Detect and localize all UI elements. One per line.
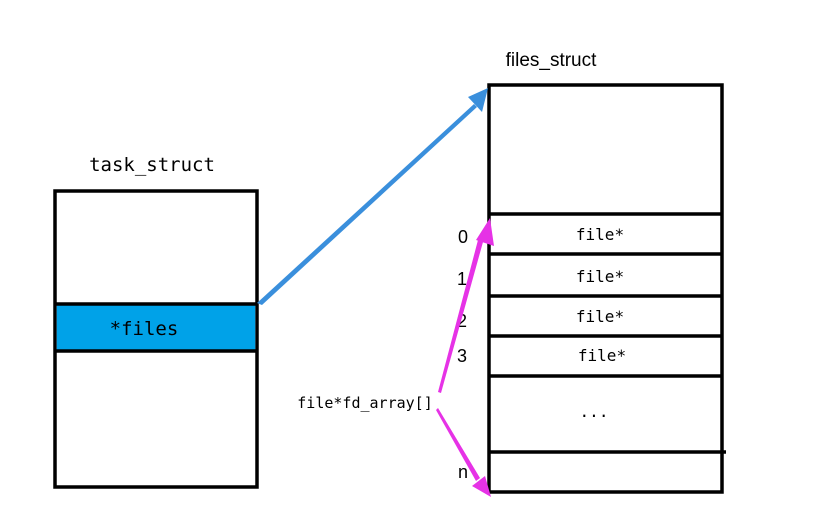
slot-index-2: 2	[457, 311, 467, 331]
fd-array-label: file*fd_array[]	[297, 394, 432, 412]
slot-label-0: file*	[576, 225, 624, 244]
slot-label-ellipsis: ...	[580, 402, 609, 421]
files-struct-title: files_struct	[506, 50, 598, 71]
slot-index-1: 1	[457, 269, 467, 289]
slot-index-3: 3	[457, 346, 467, 366]
fd-array-arrow-up-shaft	[438, 240, 483, 393]
files-field-label: *files	[110, 318, 179, 340]
files-pointer-arrow-shaft	[257, 104, 477, 305]
slot-label-2: file*	[576, 307, 624, 326]
task-struct-title: task_struct	[89, 154, 215, 176]
slot-label-3: file*	[578, 346, 626, 365]
task-struct-box	[53, 189, 259, 489]
slot-index-0: 0	[458, 227, 468, 247]
slot-label-1: file*	[576, 267, 624, 286]
files-field-highlight	[56, 304, 256, 351]
files-pointer-arrowhead	[468, 88, 488, 112]
files-struct-box	[487, 83, 724, 494]
fd-array-arrow-down-shaft	[436, 408, 480, 481]
slot-index-n: n	[458, 462, 468, 482]
fd-array-arrow-up-head	[476, 218, 494, 246]
fd-array-arrow-down-head	[472, 476, 491, 497]
